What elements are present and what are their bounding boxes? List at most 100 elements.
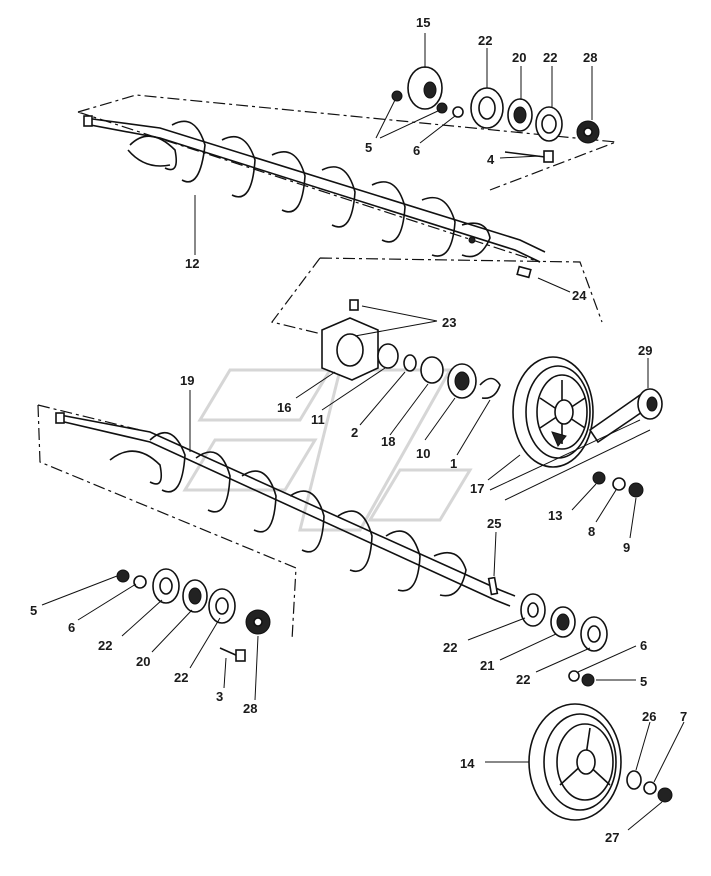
lower-left-bearing-parts — [116, 568, 271, 662]
callout-25: 25 — [487, 516, 501, 531]
lower-auger-assembly — [37, 404, 516, 641]
tension-arm-29 — [489, 388, 663, 501]
callout-28: 28 — [583, 50, 597, 65]
washer-7 — [643, 781, 657, 795]
callout-27: 27 — [605, 830, 619, 845]
seal-22-upper-a-inner — [478, 96, 496, 120]
middle-drive-group — [270, 257, 603, 400]
callout-15: 15 — [416, 15, 430, 30]
pulley-14-groove — [543, 713, 617, 811]
pulley-17-rim-inner — [536, 374, 588, 450]
callout-26: 26 — [642, 709, 656, 724]
seal-22-right-a-inner — [527, 602, 539, 618]
nut-5-right — [581, 673, 595, 687]
seal-22-right-b-inner — [587, 625, 601, 643]
upper-dashed-boundary — [77, 94, 617, 263]
pulley-14-hub — [576, 749, 596, 775]
callout-5: 5 — [30, 603, 37, 618]
washer-6-left — [133, 575, 147, 589]
callout-9: 9 — [623, 540, 630, 555]
spacer-26 — [626, 770, 642, 790]
upper-auger-flights — [127, 120, 491, 258]
pulley-14-rim-outer — [528, 703, 622, 821]
callout-20: 20 — [512, 50, 526, 65]
bolt-4-head — [543, 150, 554, 163]
callout-17: 17 — [470, 481, 484, 496]
callout-3: 3 — [216, 689, 223, 704]
bearing-housing-16-bore — [336, 333, 364, 367]
callout-2: 2 — [351, 425, 358, 440]
flange-plate-15-hub — [423, 81, 437, 99]
pulley-14-fasteners — [626, 770, 673, 803]
bolt-3-head — [235, 649, 246, 662]
pulley-17-mark — [551, 431, 567, 447]
upper-bearing-parts — [391, 66, 600, 163]
nut-5-left — [116, 569, 130, 583]
upper-auger-shaft — [84, 117, 546, 263]
bolt-3-shank — [219, 647, 239, 657]
bearing-21-inner — [556, 613, 570, 631]
nut-13 — [592, 471, 606, 485]
arm-fasteners — [592, 471, 644, 498]
circlip-1 — [479, 377, 501, 400]
callout-22: 22 — [174, 670, 188, 685]
callout-18: 18 — [381, 434, 395, 449]
seal-22-upper-b-inner — [541, 114, 557, 134]
lower-dashed-boundary — [37, 404, 297, 641]
leader-lines — [41, 33, 685, 831]
callout-16: 16 — [277, 400, 291, 415]
callout-8: 8 — [588, 524, 595, 539]
nut-9 — [628, 482, 644, 498]
washer-8 — [612, 477, 626, 491]
callout-22: 22 — [98, 638, 112, 653]
pulley-17-hub — [554, 399, 574, 425]
callout-6: 6 — [413, 143, 420, 158]
callout-6: 6 — [68, 620, 75, 635]
callout-29: 29 — [638, 343, 652, 358]
callout-19: 19 — [180, 373, 194, 388]
lower-right-bearing-parts — [520, 593, 608, 687]
callout-11: 11 — [311, 412, 325, 427]
seal-11 — [377, 343, 399, 369]
callout-21: 21 — [480, 658, 494, 673]
lower-auger-shaft — [59, 414, 516, 607]
callout-5: 5 — [640, 674, 647, 689]
pin-25 — [487, 576, 499, 596]
callout-22: 22 — [443, 640, 457, 655]
washer-18 — [420, 356, 444, 384]
callout-10: 10 — [416, 446, 430, 461]
callout-22: 22 — [516, 672, 530, 687]
callout-23: 23 — [442, 315, 456, 330]
washer-6-upper — [452, 106, 464, 118]
key-24 — [516, 265, 532, 279]
bearing-20-left-inner — [188, 587, 202, 605]
ring-2 — [403, 354, 417, 372]
sprocket-28-lower-hub — [253, 617, 263, 627]
bearing-20-upper-inner — [513, 106, 527, 124]
callout-5: 5 — [365, 140, 372, 155]
callout-22: 22 — [543, 50, 557, 65]
callout-13: 13 — [548, 508, 562, 523]
pulley-17 — [512, 356, 594, 468]
callout-28: 28 — [243, 701, 257, 716]
nut-27 — [657, 787, 673, 803]
tension-arm-29-guides — [489, 419, 651, 501]
nut-5-upper-a — [391, 90, 403, 102]
pulley-14 — [528, 703, 622, 821]
seal-22-left-b-inner — [215, 597, 229, 615]
callout-20: 20 — [136, 654, 150, 669]
callout-7: 7 — [680, 709, 687, 724]
callout-12: 12 — [185, 256, 199, 271]
washer-6-right — [568, 670, 580, 682]
upper-auger-assembly — [77, 94, 617, 263]
bearing-10-inner — [454, 371, 470, 391]
callout-22: 22 — [478, 33, 492, 48]
nut-5-upper-b — [436, 102, 448, 114]
callout-labels: 15 22 20 22 28 5 6 4 12 24 23 29 19 16 1… — [30, 15, 687, 845]
grease-nipple-23 — [349, 299, 359, 311]
callout-6: 6 — [640, 638, 647, 653]
sprocket-28-upper-hub — [583, 127, 593, 137]
seal-22-left-a-inner — [159, 577, 173, 595]
